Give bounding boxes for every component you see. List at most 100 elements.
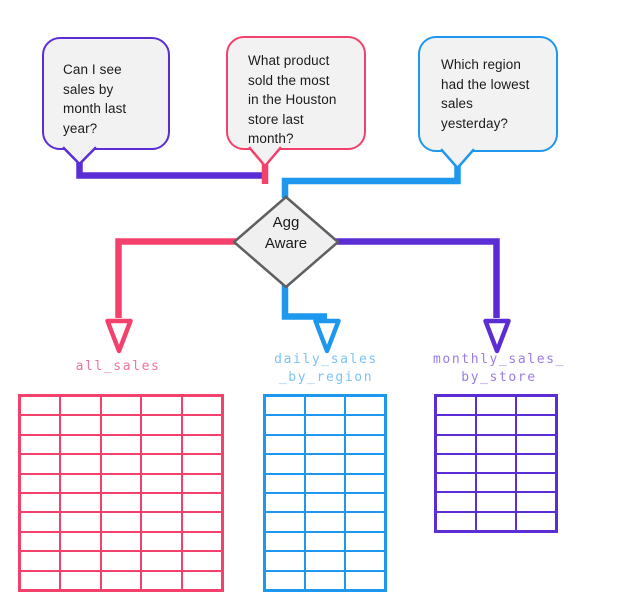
table-label-line: monthly_sales_ bbox=[433, 352, 565, 367]
table-label-line: _by_region bbox=[278, 370, 374, 385]
speech-bubble-sales-by-month: Can I see sales by month last year? bbox=[42, 37, 170, 150]
table-cell bbox=[101, 571, 141, 589]
table-monthly-sales-by-store bbox=[434, 394, 558, 533]
table-all-sales bbox=[18, 394, 224, 592]
table-cell bbox=[142, 455, 181, 473]
table-cell bbox=[306, 552, 344, 570]
table-cell bbox=[517, 512, 555, 530]
table-cell bbox=[477, 474, 515, 492]
table-cell bbox=[437, 512, 475, 530]
table-cell bbox=[21, 513, 60, 531]
table-cell bbox=[142, 552, 181, 570]
table-cell bbox=[266, 552, 304, 570]
table-cell bbox=[517, 474, 555, 492]
connector-left-bubble-to-junction bbox=[76, 162, 262, 179]
connector-diamond-to-daily-sales bbox=[281, 284, 327, 320]
table-daily-sales-by-region bbox=[263, 394, 387, 592]
table-cell bbox=[477, 435, 515, 453]
table-cell bbox=[477, 493, 515, 511]
table-cell bbox=[182, 532, 221, 551]
table-cell bbox=[61, 552, 100, 570]
table-cell bbox=[306, 474, 344, 492]
speech-bubble-region-lowest: Which region had the lowest sales yester… bbox=[418, 36, 558, 152]
table-cell bbox=[21, 474, 60, 492]
table-cell bbox=[437, 454, 475, 473]
table-cell bbox=[306, 397, 344, 415]
table-cell bbox=[101, 416, 141, 434]
table-cell bbox=[182, 397, 221, 415]
table-cell bbox=[21, 416, 60, 434]
table-cell bbox=[21, 493, 60, 512]
diamond-label-line1: Agg bbox=[272, 214, 300, 231]
table-cell bbox=[437, 397, 475, 415]
table-cell bbox=[346, 513, 384, 531]
table-cell bbox=[306, 571, 344, 589]
table-cell bbox=[21, 552, 60, 570]
table-cell bbox=[61, 532, 100, 551]
table-cell bbox=[346, 571, 384, 589]
table-cell bbox=[101, 435, 141, 454]
table-cell bbox=[182, 455, 221, 473]
table-cell bbox=[142, 493, 181, 512]
table-cell bbox=[477, 416, 515, 434]
connector-diamond-to-all-sales bbox=[115, 238, 238, 318]
bubble-tail-middle bbox=[248, 146, 282, 168]
table-cell bbox=[346, 416, 384, 434]
table-cell bbox=[101, 532, 141, 551]
table-cell bbox=[346, 435, 384, 454]
table-cell bbox=[517, 454, 555, 473]
table-cell bbox=[21, 571, 60, 589]
table-label-line: all_sales bbox=[75, 359, 161, 374]
table-cell bbox=[142, 571, 181, 589]
table-cell bbox=[266, 532, 304, 551]
table-cell bbox=[477, 454, 515, 473]
table-cell bbox=[517, 397, 555, 415]
table-cell bbox=[61, 416, 100, 434]
table-cell bbox=[477, 512, 515, 530]
table-cell bbox=[437, 435, 475, 453]
bubble-tail-right bbox=[440, 148, 475, 170]
bubble-text-region-lowest: Which region had the lowest sales yester… bbox=[441, 57, 530, 131]
table-cell bbox=[21, 532, 60, 551]
table-cell bbox=[346, 552, 384, 570]
table-cell bbox=[61, 571, 100, 589]
table-cell bbox=[142, 513, 181, 531]
table-cell bbox=[266, 513, 304, 531]
table-cell bbox=[182, 435, 221, 454]
table-cell bbox=[346, 474, 384, 492]
table-label-line: daily_sales bbox=[274, 352, 378, 367]
table-cell bbox=[182, 416, 221, 434]
table-cell bbox=[142, 435, 181, 454]
table-cell bbox=[266, 474, 304, 492]
table-cell bbox=[306, 435, 344, 454]
table-cell bbox=[266, 493, 304, 512]
table-cell bbox=[266, 455, 304, 473]
table-cell bbox=[266, 435, 304, 454]
bubble-text-sales-by-month: Can I see sales by month last year? bbox=[63, 62, 127, 136]
table-cell bbox=[437, 493, 475, 511]
table-cell bbox=[61, 474, 100, 492]
table-cell bbox=[437, 474, 475, 492]
arrowhead-daily-sales bbox=[313, 318, 341, 354]
bubble-text-product-houston: What product sold the most in the Housto… bbox=[248, 53, 337, 146]
table-cell bbox=[306, 493, 344, 512]
arrowhead-all-sales bbox=[105, 318, 133, 354]
table-cell bbox=[101, 474, 141, 492]
table-cell bbox=[346, 455, 384, 473]
table-cell bbox=[21, 455, 60, 473]
table-cell bbox=[142, 474, 181, 492]
table-cell bbox=[182, 474, 221, 492]
table-label-daily-sales-by-region: daily_sales _by_region bbox=[216, 351, 436, 387]
table-cell bbox=[101, 455, 141, 473]
table-cell bbox=[61, 397, 100, 415]
table-cell bbox=[306, 532, 344, 551]
table-cell bbox=[142, 532, 181, 551]
table-cell bbox=[182, 571, 221, 589]
arrowhead-monthly-sales bbox=[483, 318, 511, 354]
table-label-line: by_store bbox=[461, 370, 537, 385]
table-cell bbox=[182, 513, 221, 531]
table-cell bbox=[182, 552, 221, 570]
table-cell bbox=[477, 397, 515, 415]
table-cell bbox=[346, 493, 384, 512]
table-cell bbox=[142, 397, 181, 415]
